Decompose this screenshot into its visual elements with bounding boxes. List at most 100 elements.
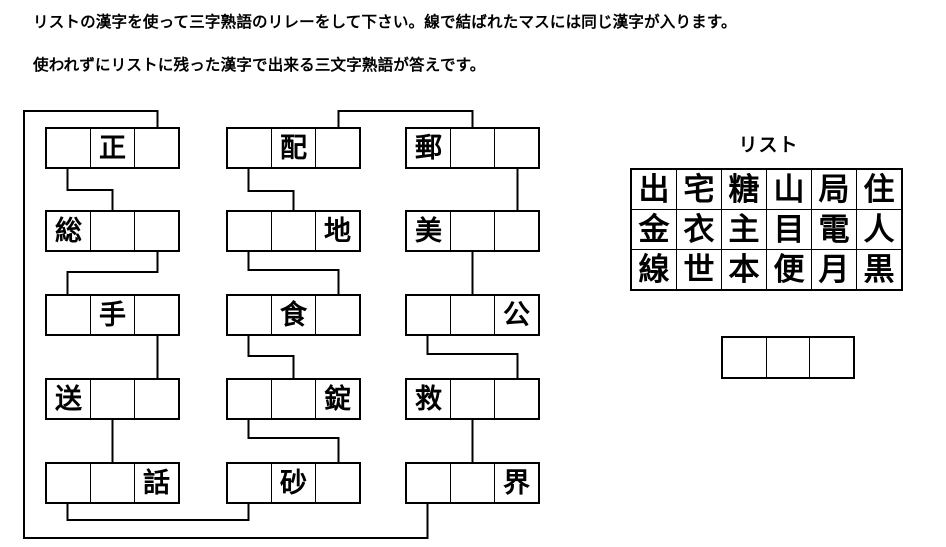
puzzle-cell-empty[interactable] xyxy=(315,464,359,502)
puzzle-cell-empty[interactable] xyxy=(450,296,494,334)
connector-col2-r4-r5 xyxy=(247,420,340,462)
list-cell: 局 xyxy=(811,168,857,210)
answer-cell[interactable] xyxy=(765,338,810,377)
puzzle-cell-empty[interactable] xyxy=(494,212,538,250)
puzzle-cell-filled: 美 xyxy=(415,215,442,246)
puzzle-cell-filled: 総 xyxy=(55,215,82,246)
puzzle-cell-empty[interactable] xyxy=(228,212,271,250)
list-cell: 本 xyxy=(721,249,767,291)
puzzle-box-c2r5: 砂 xyxy=(226,462,361,504)
puzzle-box-c3r5: 界 xyxy=(405,462,540,504)
puzzle-cell-empty[interactable] xyxy=(271,380,315,418)
puzzle-cell-empty[interactable] xyxy=(450,212,494,250)
kanji-list-table: 出 宅 糖 山 局 住 金 衣 主 目 電 人 線 世 本 便 月 黒 xyxy=(630,168,903,291)
puzzle-cell-empty[interactable] xyxy=(315,129,359,167)
puzzle-cell-empty[interactable] xyxy=(90,212,134,250)
puzzle-box-c2r3: 食 xyxy=(226,294,361,336)
answer-box xyxy=(721,336,855,379)
list-cell: 電 xyxy=(811,209,857,250)
list-cell: 宅 xyxy=(676,168,722,210)
puzzle-cell-filled: 界 xyxy=(494,464,538,502)
puzzle-box-c3r4: 救 xyxy=(405,378,540,420)
puzzle-cell-empty[interactable] xyxy=(228,296,271,334)
puzzle-box-c1r5: 話 xyxy=(45,462,180,504)
puzzle-box-c1r2: 総 xyxy=(45,210,180,252)
list-cell: 便 xyxy=(766,249,812,291)
puzzle-cell-filled: 食 xyxy=(271,296,315,334)
puzzle-cell-empty[interactable] xyxy=(407,464,450,502)
puzzle-cell-empty[interactable] xyxy=(47,464,90,502)
puzzle-cell-empty[interactable] xyxy=(134,129,178,167)
list-cell: 山 xyxy=(766,168,812,210)
puzzle-box-c3r2: 美 xyxy=(405,210,540,252)
connector-col2-r1-r2 xyxy=(247,169,295,210)
puzzle-cell-empty[interactable] xyxy=(228,129,271,167)
puzzle-cell-filled: 錠 xyxy=(315,380,359,418)
connector-col2r1-col3r1 xyxy=(337,110,474,127)
puzzle-cell-empty[interactable] xyxy=(134,296,178,334)
puzzle-cell-filled: 砂 xyxy=(271,464,315,502)
instruction-line-1: リストの漢字を使って三字熟語のリレーをして下さい。線で結ばれたマスには同じ漢字が… xyxy=(33,14,737,31)
list-cell: 糖 xyxy=(721,168,767,210)
puzzle-cell-filled: 配 xyxy=(271,129,315,167)
puzzle-cell-empty[interactable] xyxy=(450,129,494,167)
puzzle-cell-filled: 話 xyxy=(134,464,178,502)
list-cell: 世 xyxy=(676,249,722,291)
puzzle-cell-empty[interactable] xyxy=(47,129,90,167)
puzzle-cell-empty[interactable] xyxy=(47,296,90,334)
list-row: 金 衣 主 目 電 人 xyxy=(630,209,903,250)
puzzle-cell-empty[interactable] xyxy=(90,464,134,502)
list-row: 線 世 本 便 月 黒 xyxy=(630,249,903,291)
connector-col1-r2-r3 xyxy=(66,252,159,294)
puzzle-cell-empty[interactable] xyxy=(134,380,178,418)
puzzle-cell-empty[interactable] xyxy=(271,212,315,250)
connector-outer-loop xyxy=(23,110,429,539)
answer-cell[interactable] xyxy=(723,338,766,377)
connector-col3-r3-r4 xyxy=(426,336,519,378)
puzzle-cell-filled: 郵 xyxy=(415,132,442,163)
list-cell: 金 xyxy=(630,209,677,250)
list-cell: 人 xyxy=(856,209,903,250)
connector-col2-r2-r3 xyxy=(247,252,340,294)
puzzle-cell-filled: 公 xyxy=(494,296,538,334)
puzzle-cell-empty[interactable] xyxy=(315,296,359,334)
list-row: 出 宅 糖 山 局 住 xyxy=(630,168,903,210)
puzzle-cell-filled: 送 xyxy=(55,383,82,414)
list-cell: 黒 xyxy=(856,249,903,291)
puzzle-cell-empty[interactable] xyxy=(134,212,178,250)
list-cell: 目 xyxy=(766,209,812,250)
puzzle-box-c1r1: 正 xyxy=(45,127,180,169)
puzzle-box-c3r3: 公 xyxy=(405,294,540,336)
list-cell: 住 xyxy=(856,168,903,210)
puzzle-box-c2r4: 錠 xyxy=(226,378,361,420)
puzzle-box-c2r1: 配 xyxy=(226,127,361,169)
instruction-line-2: 使われずにリストに残った漢字で出来る三文字熟語が答えです。 xyxy=(33,57,486,74)
puzzle-cell-empty[interactable] xyxy=(450,464,494,502)
puzzle-box-c1r3: 手 xyxy=(45,294,180,336)
puzzle-cell-empty[interactable] xyxy=(90,380,134,418)
puzzle-box-c1r4: 送 xyxy=(45,378,180,420)
list-title: リスト xyxy=(738,135,799,156)
connector-col1-r1-r2 xyxy=(66,169,114,210)
connector-col2-r3-r4 xyxy=(247,336,295,378)
puzzle-box-c3r1: 郵 xyxy=(405,127,540,169)
list-cell: 主 xyxy=(721,209,767,250)
puzzle-cell-empty[interactable] xyxy=(407,296,450,334)
puzzle-cell-filled: 手 xyxy=(90,296,134,334)
connector-col1r5-col2r5 xyxy=(66,504,250,521)
puzzle-cell-empty[interactable] xyxy=(228,380,271,418)
list-cell: 線 xyxy=(630,249,677,291)
puzzle-cell-empty[interactable] xyxy=(228,464,271,502)
puzzle-cell-filled: 救 xyxy=(415,383,442,414)
list-cell: 月 xyxy=(811,249,857,291)
puzzle-cell-empty[interactable] xyxy=(494,129,538,167)
puzzle-box-c2r2: 地 xyxy=(226,210,361,252)
puzzle-cell-filled: 地 xyxy=(315,212,359,250)
list-cell: 衣 xyxy=(676,209,722,250)
answer-cell[interactable] xyxy=(809,338,853,377)
puzzle-cell-filled: 正 xyxy=(90,129,134,167)
puzzle-cell-empty[interactable] xyxy=(450,380,494,418)
puzzle-cell-empty[interactable] xyxy=(494,380,538,418)
